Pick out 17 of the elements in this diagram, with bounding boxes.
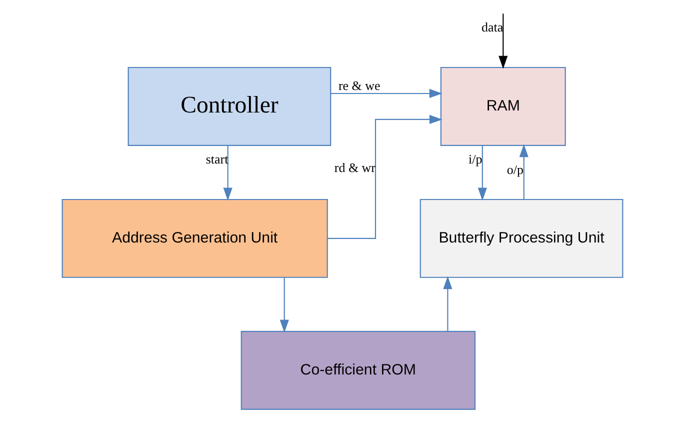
arrow: [477, 146, 486, 201]
edge-label: rd & wr: [334, 160, 375, 175]
arrow: [327, 114, 442, 239]
edge-label: o/p: [506, 162, 524, 178]
arrow: [518, 144, 528, 200]
node-box: Co-efficient ROM: [240, 330, 476, 410]
edge-label: i/p: [468, 151, 482, 166]
arrow: [442, 276, 452, 332]
node-box: Controller: [127, 66, 331, 146]
arrow: [222, 146, 232, 201]
node-box: Address Generation Unit: [61, 198, 328, 278]
edge-label: re & we: [338, 78, 380, 93]
arrow: [330, 88, 442, 98]
arrow: [498, 14, 508, 69]
node-box: Butterfly Processing Unit: [419, 198, 623, 278]
arrow: [279, 278, 288, 333]
node-box: RAM: [440, 66, 566, 146]
